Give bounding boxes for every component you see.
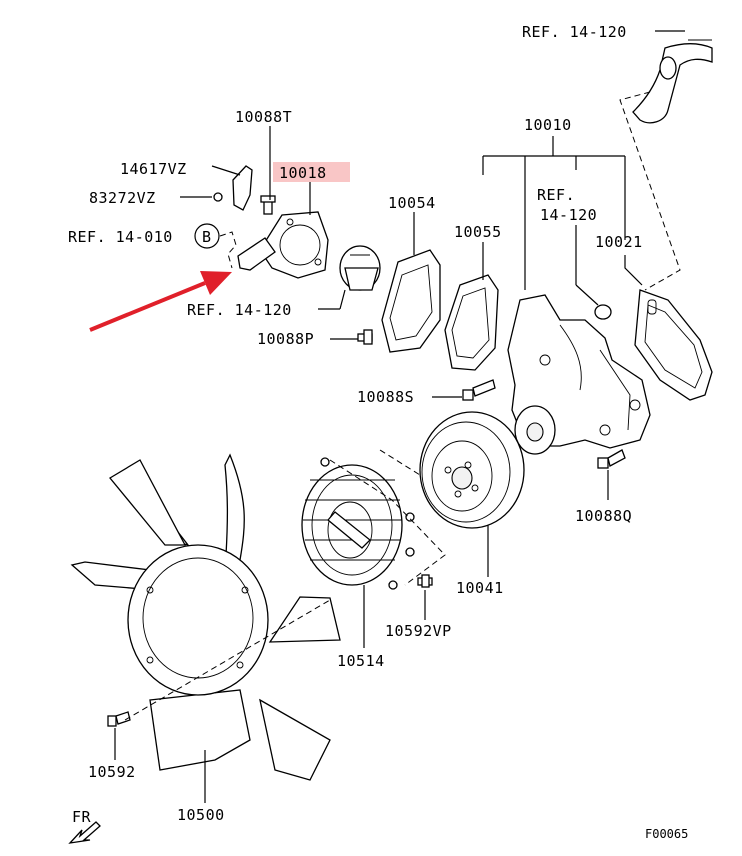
bolt-10088P (357, 329, 373, 345)
radiator-hose (632, 39, 713, 124)
label-10088T: 10088T (235, 108, 292, 126)
label-10021: 10021 (595, 233, 643, 251)
pulley-10041 (419, 411, 525, 529)
front-arrow-icon (68, 821, 101, 844)
label-fr: FR (72, 808, 92, 826)
highlight-10018 (273, 162, 350, 182)
label-10018: 10018 (279, 164, 327, 182)
label-10514: 10514 (337, 652, 385, 670)
figure-code: F00065 (645, 827, 688, 841)
label-ref-right-b: 14-120 (540, 206, 597, 224)
bolt-10592VP (417, 574, 433, 588)
label-10088Q: 10088Q (575, 507, 632, 525)
o-ring (594, 304, 612, 320)
water-outlet-fitting (237, 211, 329, 279)
fan-10500 (70, 453, 341, 781)
label-10592: 10592 (88, 763, 136, 781)
label-ref-14-120-mid: REF. 14-120 (187, 301, 292, 319)
label-10088S: 10088S (357, 388, 414, 406)
bolt-10088T (260, 195, 276, 215)
label-10592VP: 10592VP (385, 622, 452, 640)
fan-clutch-10514 (301, 457, 415, 590)
water-pump (507, 294, 651, 455)
gasket-10055 (444, 274, 499, 371)
label-ref-14-120-top: REF. 14-120 (522, 23, 627, 41)
gasket-10054 (381, 249, 441, 353)
label-ref-right-a: REF. (537, 186, 575, 204)
gasket-10021 (634, 289, 713, 401)
label-14617VZ: 14617VZ (120, 160, 187, 178)
sensor-bracket (213, 165, 253, 211)
label-callout-b: B (202, 228, 212, 246)
red-pointer-arrow (89, 271, 232, 332)
label-10054: 10054 (388, 194, 436, 212)
label-10500: 10500 (177, 806, 225, 824)
label-83272VZ: 83272VZ (89, 189, 156, 207)
label-10055: 10055 (454, 223, 502, 241)
callout-b-circle (194, 223, 220, 249)
label-10010: 10010 (524, 116, 572, 134)
label-ref-14-010: REF. 14-010 (68, 228, 173, 246)
label-10088P: 10088P (257, 330, 314, 348)
bolt-10592 (107, 711, 131, 727)
label-10041: 10041 (456, 579, 504, 597)
thermostat (339, 245, 381, 291)
bolt-10088S (462, 379, 496, 401)
bolt-10088Q (597, 449, 626, 469)
